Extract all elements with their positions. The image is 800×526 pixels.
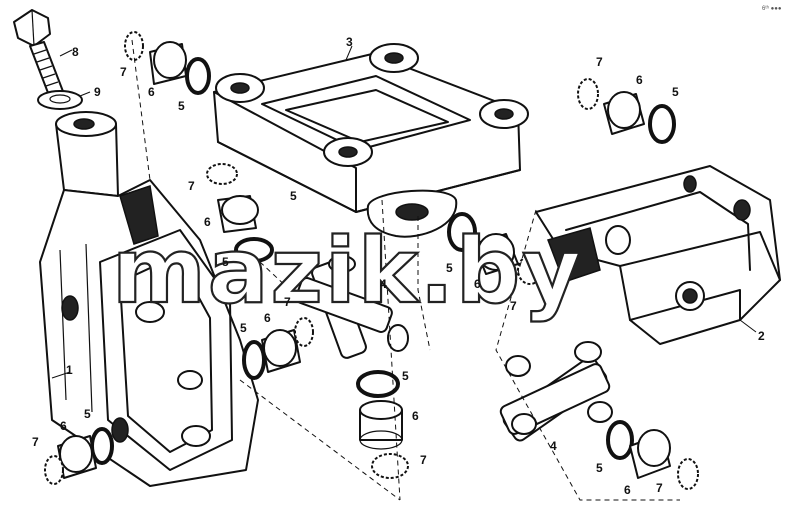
watermark: mazik.by [112, 219, 583, 324]
housing-1 [39, 111, 259, 487]
bearing-6-b [603, 91, 645, 135]
bearing-6-f [359, 400, 403, 450]
callout-lock-b: 7 [596, 55, 603, 69]
callout-seal-h: 5 [596, 461, 603, 475]
callout-lock-e: 7 [284, 295, 291, 309]
callout-mount-plate: 3 [346, 35, 353, 49]
lock-7-e [294, 317, 314, 347]
callout-seal-c: 5 [222, 255, 229, 269]
callout-lock-a: 7 [120, 65, 127, 79]
callout-bearing-f: 6 [412, 409, 419, 423]
callout-bearing-d: 6 [474, 277, 481, 291]
washer-9 [37, 90, 83, 110]
bearing-6-c [217, 195, 259, 233]
callout-washer: 9 [94, 85, 101, 99]
bolt-8 [13, 9, 65, 99]
callout-seal-g: 5 [84, 407, 91, 421]
callout-lock-d: 7 [510, 299, 517, 313]
bearing-6-a [149, 41, 187, 85]
bearing-6-h [629, 429, 671, 479]
callout-housing: 1 [66, 363, 73, 377]
mount-plate-3 [213, 43, 529, 238]
lock-7-a [124, 31, 144, 61]
bearing-6-e [261, 329, 301, 373]
callout-bearing-a: 6 [148, 85, 155, 99]
callout-bearing-b: 6 [636, 73, 643, 87]
spider-4-center [295, 255, 409, 359]
lock-7-f [371, 453, 409, 479]
callout-lock-c: 7 [188, 179, 195, 193]
callout-lock-f: 7 [420, 453, 427, 467]
callout-bearing-e: 6 [264, 311, 271, 325]
callout-yoke: 2 [758, 329, 765, 343]
seal-5-b [648, 104, 676, 144]
callout-seal-b: 5 [672, 85, 679, 99]
callout-spider-right: 4 [550, 439, 557, 453]
lock-7-g [44, 455, 64, 485]
lock-7-h [677, 458, 699, 490]
seal-5-f [356, 370, 400, 398]
callout-bearing-g: 6 [60, 419, 67, 433]
yoke-2 [535, 165, 781, 345]
callout-seal-f: 5 [402, 369, 409, 383]
seal-5-d [447, 212, 477, 252]
lock-7-c [206, 163, 238, 185]
bearing-6-d [473, 233, 519, 275]
spider-4-right [499, 341, 613, 442]
callout-spider-center: 4 [380, 277, 387, 291]
callout-seal-i: 5 [290, 189, 297, 203]
callout-seal-a: 5 [178, 99, 185, 113]
callout-seal-d: 5 [446, 261, 453, 275]
callout-lock-h: 7 [656, 481, 663, 495]
bearing-6-g [57, 435, 97, 479]
seal-5-e [242, 340, 266, 380]
seal-5-h [606, 420, 634, 460]
callout-bearing-h: 6 [624, 483, 631, 497]
lock-7-d [517, 255, 543, 285]
callout-lock-g: 7 [32, 435, 39, 449]
leader-lines [51, 45, 757, 379]
callout-seal-e: 5 [240, 321, 247, 335]
callout-bolt: 8 [72, 45, 79, 59]
seal-5-c [234, 237, 274, 263]
seal-5-a [185, 57, 211, 95]
lock-7-b [577, 78, 599, 110]
assembly-lines [131, 39, 680, 501]
callout-bearing-c: 6 [204, 215, 211, 229]
corner-mark: 6ᵗʰ ●●● [762, 5, 782, 12]
